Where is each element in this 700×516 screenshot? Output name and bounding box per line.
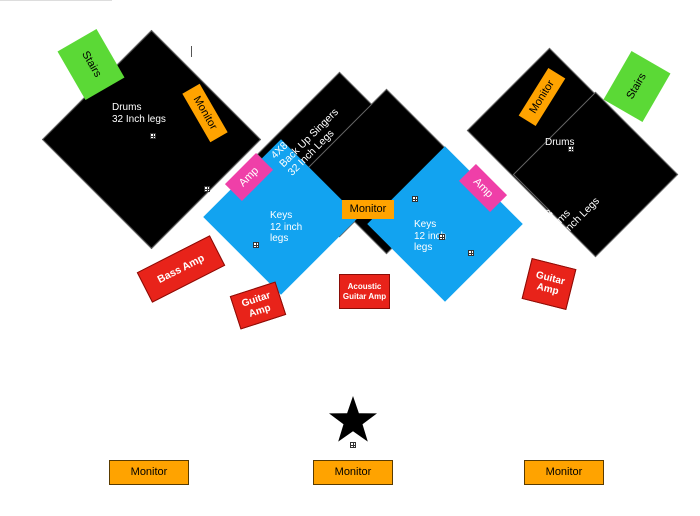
front-monitor-center[interactable]: Monitor — [313, 460, 393, 485]
front-monitor-left[interactable]: Monitor — [109, 460, 189, 485]
acoustic-guitar-amp[interactable]: Acoustic Guitar Amp — [339, 274, 390, 309]
monitor-center-riser[interactable]: Monitor — [342, 200, 394, 219]
star-icon — [329, 396, 377, 442]
riser-right-upper-label: Drums — [545, 137, 575, 148]
canvas-top-edge — [0, 0, 112, 1]
riser-left-label: Drums 32 Inch legs — [112, 102, 166, 125]
anchor-handle-riser-left-corner[interactable] — [204, 186, 210, 192]
anchor-handle-star[interactable] — [350, 442, 356, 448]
keys-right-label: Keys 12 inch legs — [414, 219, 447, 253]
anchor-handle-keys-left[interactable] — [253, 242, 259, 248]
guitar-amp-right[interactable]: Guitar Amp — [521, 258, 577, 310]
guitar-amp-left[interactable]: Guitar Amp — [229, 281, 287, 330]
anchor-handle-drums-right[interactable] — [568, 146, 574, 152]
keys-left-label: Keys 12 inch legs — [270, 210, 303, 244]
star-shape — [329, 396, 377, 442]
text-cursor — [191, 46, 192, 57]
anchor-handle-center-riser[interactable] — [412, 196, 418, 202]
anchor-handle-keys-right-corner[interactable] — [468, 250, 474, 256]
anchor-handle-keys-right[interactable] — [439, 234, 445, 240]
front-monitor-right[interactable]: Monitor — [524, 460, 604, 485]
anchor-handle-drums-left[interactable] — [150, 133, 156, 139]
